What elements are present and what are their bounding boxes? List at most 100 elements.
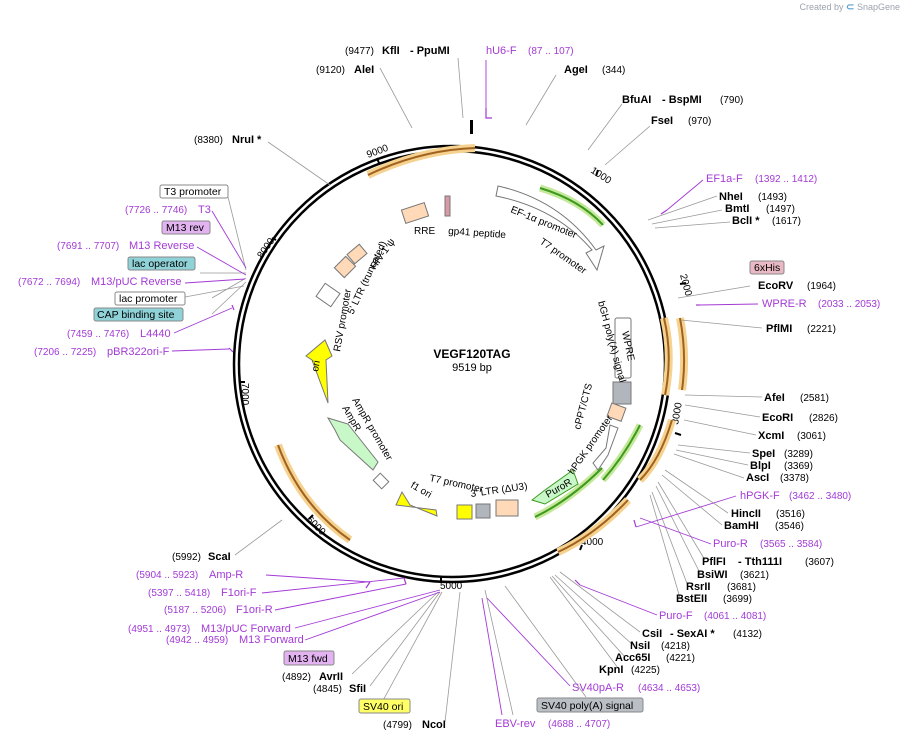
tick-label: 7000 xyxy=(239,383,250,406)
wpre-feature xyxy=(614,317,632,379)
primer-mark xyxy=(365,581,371,589)
site-name: EBV-rev xyxy=(495,718,536,730)
site-name: PflMI xyxy=(766,323,792,335)
site-bmti: BmtI (1497) xyxy=(725,203,795,215)
site-suffix: - PpuMI xyxy=(410,45,450,57)
site-suffix: (3061) xyxy=(797,431,826,442)
site-name: KpnI xyxy=(599,664,623,676)
site-suffix: (3462 .. 3480) xyxy=(789,491,851,502)
connector xyxy=(661,474,723,526)
label-box xyxy=(536,697,644,713)
gp41-feature xyxy=(444,195,451,217)
tick-mark xyxy=(271,237,277,241)
orange-arrow-right3 xyxy=(639,419,673,481)
site-avrii: (4892) AvrII xyxy=(282,671,343,683)
connector xyxy=(457,57,464,119)
site-suffix: (4218) xyxy=(661,641,690,652)
label-box xyxy=(127,256,196,271)
feature-label: cPPT/CTS xyxy=(572,382,595,431)
connector xyxy=(211,277,247,299)
site-fsei: FseI (970) xyxy=(651,115,711,127)
site-pos: (5187 .. 5206) xyxy=(164,605,226,616)
site-bcli: BclI * (1617) xyxy=(732,215,801,227)
primer-leader xyxy=(211,210,247,269)
site-pos: (5992) xyxy=(172,552,201,563)
site-csii: CsiI - SexAI * (4132) xyxy=(642,628,762,640)
tick-mark xyxy=(308,514,314,520)
connector xyxy=(675,449,749,466)
site-t3: (7726 .. 7746) T3 xyxy=(125,204,211,216)
site-pos: (5904 .. 5923) xyxy=(136,570,198,581)
site-name: Amp-R xyxy=(209,569,243,581)
orange-arrow-top xyxy=(367,147,476,176)
primer-leader xyxy=(639,517,712,545)
site-extra: (790) xyxy=(720,95,743,106)
primer-leader xyxy=(261,577,405,594)
orange-arrow-right1 xyxy=(663,317,670,396)
origin-marker xyxy=(470,120,473,134)
site-bsteii: BstEII (3699) xyxy=(676,593,752,605)
site-suffix: (344) xyxy=(602,65,625,76)
primer-mark xyxy=(574,579,581,586)
site-name: SV40 ori xyxy=(363,701,403,713)
site-suffix: (2826) xyxy=(809,413,838,424)
site-alei: (9120) AleI xyxy=(316,64,374,76)
site-suffix: (2221) xyxy=(807,324,836,335)
site-suffix: (4061 .. 4081) xyxy=(704,611,766,622)
ampr-promoter-feature xyxy=(372,472,390,490)
primer-leader xyxy=(274,583,407,611)
connector xyxy=(677,285,751,299)
connector xyxy=(227,196,247,271)
site-name: pBR322ori-F xyxy=(107,346,170,358)
connector xyxy=(680,319,763,329)
site-suffix: (3516) xyxy=(776,509,805,520)
site-m13rev: M13 rev xyxy=(161,220,211,235)
primer-mark xyxy=(660,209,668,215)
site-suffix: (4688 .. 4707) xyxy=(548,719,610,730)
site-sfii: (4845) SfiI xyxy=(313,683,366,695)
site-lac-promoter: lac promoter xyxy=(114,291,186,306)
green-arrow-puro xyxy=(534,467,603,518)
site-kfli: (9477) KflI - PpuMI xyxy=(345,45,450,57)
primer-leader xyxy=(294,589,441,629)
site-name: 6xHis xyxy=(754,262,780,274)
site-pos: (4942 .. 4959) xyxy=(166,635,228,646)
site-ebvrev: EBV-rev (4688 .. 4707) xyxy=(495,718,610,730)
site-suffix: (4221) xyxy=(666,653,695,664)
credit-prefix: Created by xyxy=(799,2,844,12)
cppt-feature xyxy=(606,402,627,422)
hpgk-promoter-arrow xyxy=(592,424,619,471)
orange-arrow-right2 xyxy=(679,317,686,391)
gray-feature xyxy=(475,503,491,519)
site-pos: (4845) xyxy=(313,684,342,695)
connector xyxy=(234,519,283,556)
feature-label: T7 promoter xyxy=(537,236,588,277)
connector xyxy=(647,195,718,221)
site-name: SpeI xyxy=(752,448,775,460)
tick-label: 5000 xyxy=(440,581,463,592)
site-purof: Puro-F (4061 .. 4081) xyxy=(659,610,766,622)
site-pos: (4951 .. 4973) xyxy=(128,624,190,635)
site-name: Puro-F xyxy=(659,610,693,622)
primer-mark xyxy=(403,577,407,585)
site-f1orir: (5187 .. 5206) F1ori-R xyxy=(164,604,273,616)
primer-leader xyxy=(171,348,230,352)
primer-leader xyxy=(699,303,759,306)
primer-marks xyxy=(228,108,700,589)
site-name: BsiWI xyxy=(697,569,728,581)
rre-feature xyxy=(400,202,430,224)
connector xyxy=(379,67,413,129)
site-name: CAP binding site xyxy=(97,309,175,321)
site-suffix: (970) xyxy=(688,116,711,127)
site-pos: (7672 .. 7694) xyxy=(18,277,80,288)
site-pflfi: PflFI - Tth111I (3607) xyxy=(702,556,834,568)
primer-leader-lines xyxy=(171,60,759,716)
orange-arrow-bottom xyxy=(557,499,629,553)
site-suffix: (87 .. 107) xyxy=(528,46,574,57)
site-nhei: NheI (1493) xyxy=(719,191,787,203)
tick-mark xyxy=(679,282,687,285)
connector xyxy=(551,575,626,658)
site-name: AgeI xyxy=(564,64,588,76)
site-name: FseI xyxy=(651,115,673,127)
